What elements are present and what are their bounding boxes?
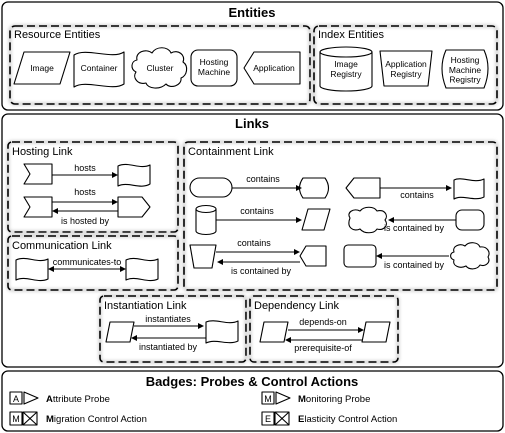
- containment-contained-by-3: is contained by: [384, 260, 445, 270]
- dependency-link-group: Dependency Link depends-on prerequisite-…: [248, 294, 400, 364]
- containment-image-a: [301, 208, 331, 231]
- instantiation-forward-label: instantiates: [145, 314, 191, 324]
- resource-entities-group: Resource Entities Image Container Cluste…: [8, 24, 312, 106]
- application-label: Application: [253, 63, 295, 73]
- resource-entities-title: Resource Entities: [14, 29, 101, 41]
- hosting-target-a: [117, 163, 151, 187]
- monitoring-probe-glyph: M: [264, 394, 272, 404]
- monitoring-probe-text: Monitoring Probe: [298, 394, 370, 405]
- communication-target: [125, 257, 159, 282]
- hosting-hosts-label-1: hosts: [74, 163, 96, 173]
- container-label: Container: [81, 63, 118, 73]
- image-label: Image: [30, 63, 54, 73]
- instantiation-image: [105, 321, 135, 343]
- hosting-target-b: [117, 196, 151, 218]
- dependency-source: [259, 321, 289, 343]
- instantiation-container: [205, 320, 239, 344]
- communication-link-group: Communication Link communicates-to: [6, 234, 180, 292]
- attribute-probe-glyph: A: [13, 394, 19, 404]
- hosting-source-b: [23, 196, 53, 218]
- application-entity: Application: [243, 51, 301, 85]
- hosting-link-title: Hosting Link: [12, 146, 73, 158]
- dependency-target: [361, 321, 391, 343]
- elasticity-control-glyph: E: [265, 414, 271, 424]
- instantiation-link-group: Instantiation Link instantiates instanti…: [98, 294, 248, 364]
- containment-link-title: Containment Link: [188, 146, 274, 158]
- containment-machine-d: [343, 244, 377, 268]
- elasticity-control-text: Elasticity Control Action: [298, 414, 397, 425]
- links-title: Links: [235, 116, 269, 131]
- containment-cluster-b: [453, 178, 485, 200]
- badges-panel: [1, 370, 504, 432]
- monitoring-probe-badge: M Monitoring Probe: [261, 391, 370, 405]
- containment-cluster-c: [348, 206, 387, 234]
- instantiation-link-title: Instantiation Link: [104, 300, 187, 312]
- dependency-link-title: Dependency Link: [254, 300, 340, 312]
- attribute-probe-badge: A Attribute Probe: [9, 391, 110, 405]
- communication-source: [15, 257, 49, 282]
- containment-contains-1: contains: [246, 174, 280, 184]
- containment-contains-3: contains: [240, 206, 274, 216]
- containment-contains-4: contains: [237, 238, 271, 248]
- dependency-backward-label: prerequisite-of: [294, 343, 352, 353]
- dependency-forward-label: depends-on: [299, 317, 347, 327]
- cluster-entity: Cluster: [131, 47, 188, 89]
- containment-registry-a: [195, 204, 217, 236]
- containment-contained-by-2: is contained by: [231, 266, 292, 276]
- entities-title: Entities: [229, 5, 276, 20]
- migration-control-text: Migration Control Action: [46, 414, 147, 425]
- hosting-hosts-label-2: hosts: [74, 187, 96, 197]
- containment-contained-by-1: is contained by: [384, 223, 445, 233]
- containment-registry-b: [189, 244, 217, 269]
- communication-label: communicates-to: [53, 257, 122, 267]
- containment-cluster-d: [450, 242, 490, 270]
- containment-app-a: [189, 177, 233, 198]
- attribute-probe-text: Attribute Probe: [46, 394, 110, 405]
- hosting-hosted-by-label: is hosted by: [61, 216, 110, 226]
- migration-control-badge: M Migration Control Action: [9, 411, 147, 426]
- container-entity: Container: [73, 51, 125, 88]
- hosting-source-a: [23, 163, 53, 185]
- hosting-link-group: Hosting Link hosts hosts is hosted by: [6, 140, 180, 234]
- containment-container-a: [298, 177, 330, 199]
- migration-control-glyph: M: [12, 414, 20, 424]
- elasticity-control-badge: E Elasticity Control Action: [261, 411, 397, 426]
- containment-app-c: [299, 245, 327, 267]
- containment-link-group: Containment Link contains contains conta…: [182, 140, 499, 292]
- image-entity: Image: [13, 51, 71, 85]
- containment-contains-2: contains: [400, 190, 434, 200]
- index-entities-title: Index Entities: [318, 29, 385, 41]
- cluster-label: Cluster: [147, 63, 174, 73]
- badges-title: Badges: Probes & Control Actions: [146, 374, 359, 389]
- communication-link-title: Communication Link: [12, 240, 112, 252]
- containment-app-b: [345, 177, 381, 199]
- containment-machine-c: [455, 209, 485, 231]
- instantiation-backward-label: instantiated by: [139, 342, 198, 352]
